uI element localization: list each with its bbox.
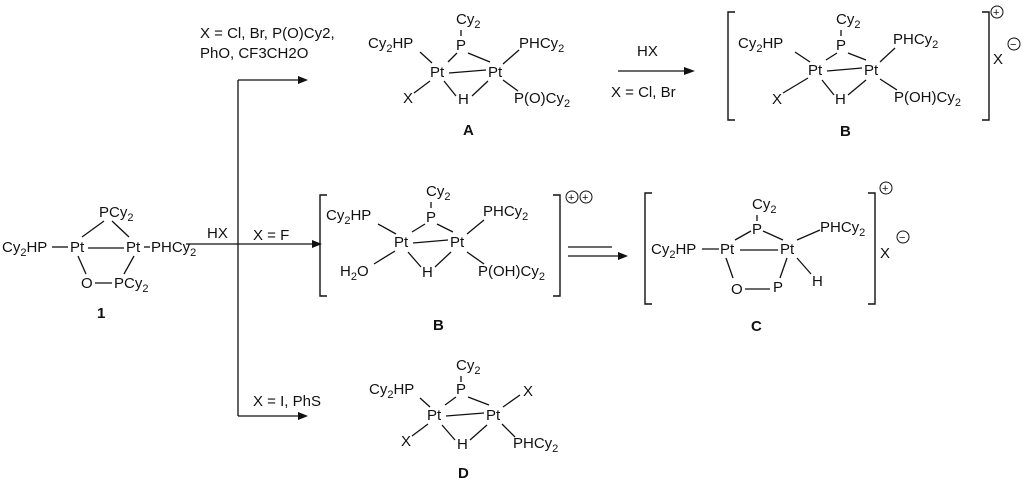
c-phcy2: PHCy2 bbox=[820, 219, 865, 239]
d-cy2hp: Cy2HP bbox=[369, 381, 414, 401]
bm-plus-charge-1 bbox=[565, 190, 579, 204]
bm-pt2: Pt bbox=[450, 234, 465, 251]
c-p-ring: P bbox=[773, 279, 783, 296]
c1-pt-left: Pt bbox=[70, 239, 85, 256]
a-h: H bbox=[458, 91, 469, 108]
compound-c: Cy2 P Cy2HP Pt Pt PHCy2 O P H + X − C bbox=[644, 181, 910, 335]
branch-arrows bbox=[186, 76, 322, 420]
c-label: C bbox=[751, 318, 762, 335]
compound-d: Cy2 P Cy2HP Pt Pt X X H PHCy2 D bbox=[369, 357, 558, 482]
bm-phcy2: PHCy2 bbox=[483, 203, 528, 223]
compound-a: Cy2 P Cy2HP Pt Pt PHCy2 X H P(O)Cy2 A bbox=[368, 11, 570, 139]
bt-p-bridge: P bbox=[836, 37, 846, 54]
arrow-a-to-b: HX X = Cl, Br bbox=[611, 43, 695, 101]
d-label: D bbox=[458, 465, 469, 482]
reagent-x-f: X = F bbox=[253, 227, 289, 244]
c1-cy2hp: Cy2HP bbox=[2, 239, 47, 259]
a-poxcy2: P(O)Cy2 bbox=[514, 90, 570, 110]
reagent-hx-main: HX bbox=[207, 225, 228, 242]
bt-minus-charge bbox=[1007, 37, 1021, 51]
c1-o: O bbox=[81, 275, 93, 292]
c-pt1: Pt bbox=[720, 241, 735, 258]
c-h: H bbox=[812, 273, 823, 290]
bt-plus-charge bbox=[990, 5, 1004, 19]
d-x-left: X bbox=[401, 433, 411, 450]
bm-h2o: H2O bbox=[340, 263, 369, 283]
svg-text:−: − bbox=[1010, 39, 1016, 51]
bm-pohcy2: P(OH)Cy2 bbox=[478, 263, 545, 283]
bm-cy2hp: Cy2HP bbox=[326, 207, 371, 227]
c1-pcy2-bottom: PCy2 bbox=[114, 275, 148, 295]
c1-pt-right: Pt bbox=[126, 239, 141, 256]
bt-label: B bbox=[840, 123, 851, 140]
bt-pt2: Pt bbox=[864, 62, 879, 79]
c-cy2: Cy2 bbox=[752, 196, 776, 216]
a-cy2: Cy2 bbox=[456, 11, 480, 31]
bm-h: H bbox=[422, 264, 433, 281]
bm-label: B bbox=[433, 317, 444, 334]
a-label: A bbox=[463, 122, 474, 139]
d-cy2: Cy2 bbox=[456, 357, 480, 377]
svg-text:+: + bbox=[568, 192, 574, 204]
reagent-hx-to-b: HX bbox=[637, 43, 658, 60]
reagent-x-cl-br-line2: PhO, CF3CH2O bbox=[200, 45, 308, 62]
bm-pt1: Pt bbox=[394, 234, 409, 251]
a-p-bridge: P bbox=[456, 37, 466, 54]
reagent-x-cl-br-short: X = Cl, Br bbox=[611, 84, 676, 101]
bm-cy2: Cy2 bbox=[426, 183, 450, 203]
c1-label: 1 bbox=[97, 305, 105, 322]
compound-b-top: Cy2 P Cy2HP Pt Pt PHCy2 X H P(OH)Cy2 + X… bbox=[727, 5, 1021, 140]
c-minus-charge bbox=[896, 230, 910, 244]
a-pt2: Pt bbox=[488, 64, 503, 81]
bt-x: X bbox=[772, 91, 782, 108]
a-cy2hp: Cy2HP bbox=[368, 35, 413, 55]
bt-cy2: Cy2 bbox=[836, 11, 860, 31]
c-plus-charge bbox=[879, 181, 893, 195]
c1-phcy2: PHCy2 bbox=[151, 239, 196, 259]
bt-h: H bbox=[835, 91, 846, 108]
d-pt1: Pt bbox=[427, 407, 442, 424]
c-p-bridge: P bbox=[752, 221, 762, 238]
c-cy2hp: Cy2HP bbox=[651, 241, 696, 261]
bm-plus-charge-2 bbox=[579, 190, 593, 204]
c-counter-x: X bbox=[880, 245, 890, 262]
compound-b-mid: Cy2 P Cy2HP Pt Pt PHCy2 H2O H P(OH)Cy2 +… bbox=[319, 183, 593, 334]
d-h: H bbox=[457, 436, 468, 453]
compound-1: PCy2 Cy2HP Pt Pt PHCy2 O PCy2 1 bbox=[2, 204, 196, 322]
bt-phcy2: PHCy2 bbox=[893, 31, 938, 51]
reagent-x-i: X = I, PhS bbox=[253, 393, 321, 410]
bm-p-bridge: P bbox=[426, 209, 436, 226]
svg-text:+: + bbox=[582, 192, 588, 204]
svg-text:+: + bbox=[993, 7, 999, 19]
c1-pcy2-top: PCy2 bbox=[99, 204, 133, 224]
d-pt2: Pt bbox=[486, 407, 501, 424]
c-o: O bbox=[731, 281, 743, 298]
reagent-x-cl-br-line1: X = Cl, Br, P(O)Cy2, bbox=[200, 25, 335, 42]
d-phcy2: PHCy2 bbox=[513, 435, 558, 455]
bt-pt1: Pt bbox=[808, 62, 823, 79]
bt-pohcy2: P(OH)Cy2 bbox=[894, 89, 961, 109]
d-x-right: X bbox=[523, 383, 533, 400]
bt-counter-x: X bbox=[993, 51, 1003, 68]
svg-text:+: + bbox=[882, 183, 888, 195]
svg-text:−: − bbox=[899, 232, 905, 244]
arrow-b-to-c bbox=[568, 246, 628, 260]
a-pt1: Pt bbox=[430, 64, 445, 81]
a-phcy2: PHCy2 bbox=[519, 35, 564, 55]
d-p-bridge: P bbox=[456, 381, 466, 398]
a-x: X bbox=[403, 90, 413, 107]
c-pt2: Pt bbox=[780, 241, 795, 258]
bt-cy2hp: Cy2HP bbox=[738, 35, 783, 55]
